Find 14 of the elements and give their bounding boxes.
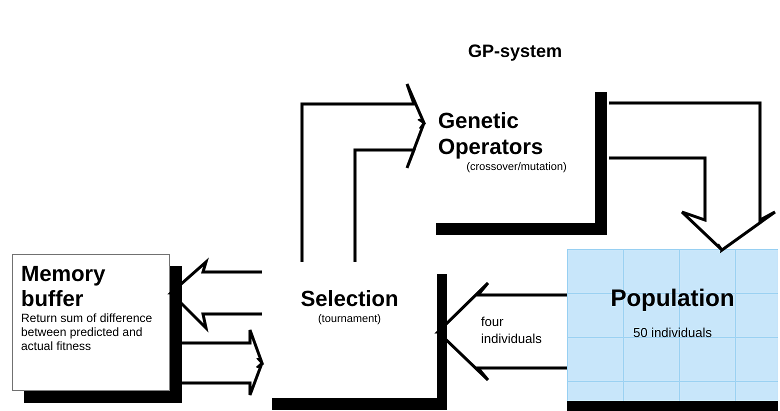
box-description: (tournament): [318, 312, 381, 326]
box-description: (crossover/mutation): [466, 160, 567, 174]
block-arrow-outline: [167, 257, 264, 333]
box-heading: Genetic Operators: [438, 108, 544, 160]
box-heading: Memory buffer: [21, 261, 106, 311]
block-arrow-outline: [434, 282, 568, 382]
process-box: [567, 249, 778, 401]
block-arrow-outline: [608, 102, 776, 254]
box-heading: Population: [610, 285, 734, 313]
box-heading: Selection: [300, 286, 398, 312]
block-arrow-outline: [300, 82, 426, 264]
box-description: 50 individuals: [633, 325, 712, 341]
diagram-title: GP-system: [466, 40, 564, 63]
box-description: Return sum of difference between predicted and actual fitness: [21, 311, 154, 353]
